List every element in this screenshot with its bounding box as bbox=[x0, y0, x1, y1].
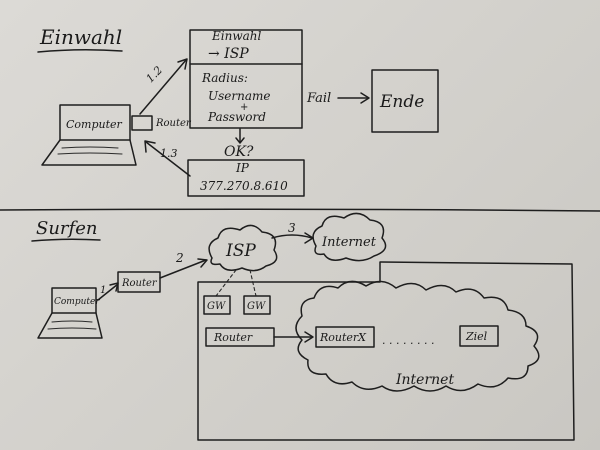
fail-label: Fail bbox=[306, 91, 331, 106]
gateway-label-2: GW bbox=[247, 301, 266, 312]
routerx-label: RouterX bbox=[319, 331, 367, 344]
computer-laptop-top: Computer bbox=[41, 104, 137, 166]
arrow-step-2 bbox=[159, 259, 207, 279]
routerx-box bbox=[315, 326, 375, 348]
laptop-base bbox=[41, 139, 137, 166]
computer-laptop-bottom: Computer bbox=[37, 287, 103, 339]
ok-down-arrow-head bbox=[235, 137, 245, 144]
laptop-base-bottom bbox=[37, 312, 103, 339]
section-separator bbox=[0, 208, 600, 212]
path-dots: . . . . . . . . bbox=[382, 334, 434, 347]
laptop-screen-bottom bbox=[51, 287, 97, 314]
router-label-top: Router bbox=[155, 118, 192, 129]
step-3-label: 3 bbox=[288, 221, 296, 235]
ip-label: IP bbox=[235, 161, 250, 175]
isp-einwahl-label: Einwahl bbox=[211, 29, 261, 43]
end-box bbox=[371, 69, 439, 133]
title-underline bbox=[37, 48, 123, 53]
laptop-keys-bottom bbox=[47, 320, 97, 330]
isp-gw2-link bbox=[249, 269, 257, 297]
destination-label: Ziel bbox=[465, 330, 488, 343]
router-box-bottom bbox=[117, 271, 161, 293]
gateway-box-1 bbox=[203, 295, 231, 315]
laptop-screen bbox=[59, 104, 131, 141]
ip-box bbox=[187, 159, 305, 197]
plus-label: + bbox=[240, 102, 248, 113]
arrow-1-3 bbox=[145, 141, 191, 177]
destination-box bbox=[459, 325, 499, 347]
internet-cloud-top bbox=[312, 212, 387, 262]
gateway-label-1: GW bbox=[207, 301, 226, 312]
step-1-label: 1 bbox=[100, 285, 106, 296]
ip-value: 377.270.8.610 bbox=[200, 179, 288, 193]
isp-radius-box bbox=[189, 29, 303, 129]
arrow-step-3 bbox=[271, 234, 313, 239]
arrow-1-3-head bbox=[144, 140, 156, 153]
step-2-label: 2 bbox=[175, 251, 184, 265]
radius-label: Radius: bbox=[201, 71, 248, 85]
arrow-to-routerx-head bbox=[304, 331, 314, 343]
section-title-einwahl: Einwahl bbox=[39, 25, 122, 49]
isp-router-label: Router bbox=[213, 331, 253, 344]
router-box-top bbox=[131, 115, 153, 131]
internet-cloud-large bbox=[295, 280, 540, 392]
internet-label-large: Internet bbox=[395, 372, 454, 388]
fail-arrow-head bbox=[360, 92, 370, 104]
password-label: Password bbox=[207, 110, 266, 124]
arrow-step-3-head bbox=[304, 232, 314, 244]
router-label-bottom: Router bbox=[121, 278, 158, 289]
computer-label: Computer bbox=[66, 118, 123, 131]
laptop-keys bbox=[57, 146, 123, 155]
step-1-2-label: 1.2 bbox=[144, 64, 166, 86]
step-1-3-label: 1.3 bbox=[160, 147, 178, 160]
arrow-step-1 bbox=[97, 283, 119, 301]
isp-arrow-label: → ISP bbox=[208, 46, 249, 62]
end-label: Ende bbox=[379, 92, 424, 112]
section-title-surfen: Surfen bbox=[36, 218, 97, 239]
isp-gw1-link bbox=[215, 269, 237, 297]
section-surfen: Surfen Computer 1 Router 2 ISP 3 Interne… bbox=[31, 212, 575, 441]
isp-cloud-label: ISP bbox=[225, 241, 256, 261]
ok-label: OK? bbox=[224, 144, 254, 160]
isp-cloud bbox=[208, 224, 278, 272]
computer-label-bottom: Computer bbox=[54, 297, 100, 307]
surf-title-underline bbox=[31, 238, 101, 242]
arrow-1-2-head bbox=[177, 58, 188, 70]
arrow-1-2 bbox=[139, 59, 187, 115]
section-einwahl: Einwahl Computer Router 1.2 Einwahl → IS… bbox=[37, 25, 439, 197]
username-label: Username bbox=[208, 89, 270, 103]
arrow-step-2-head bbox=[197, 258, 208, 268]
gateway-box-2 bbox=[243, 295, 271, 315]
internet-cloud-label: Internet bbox=[321, 235, 377, 250]
